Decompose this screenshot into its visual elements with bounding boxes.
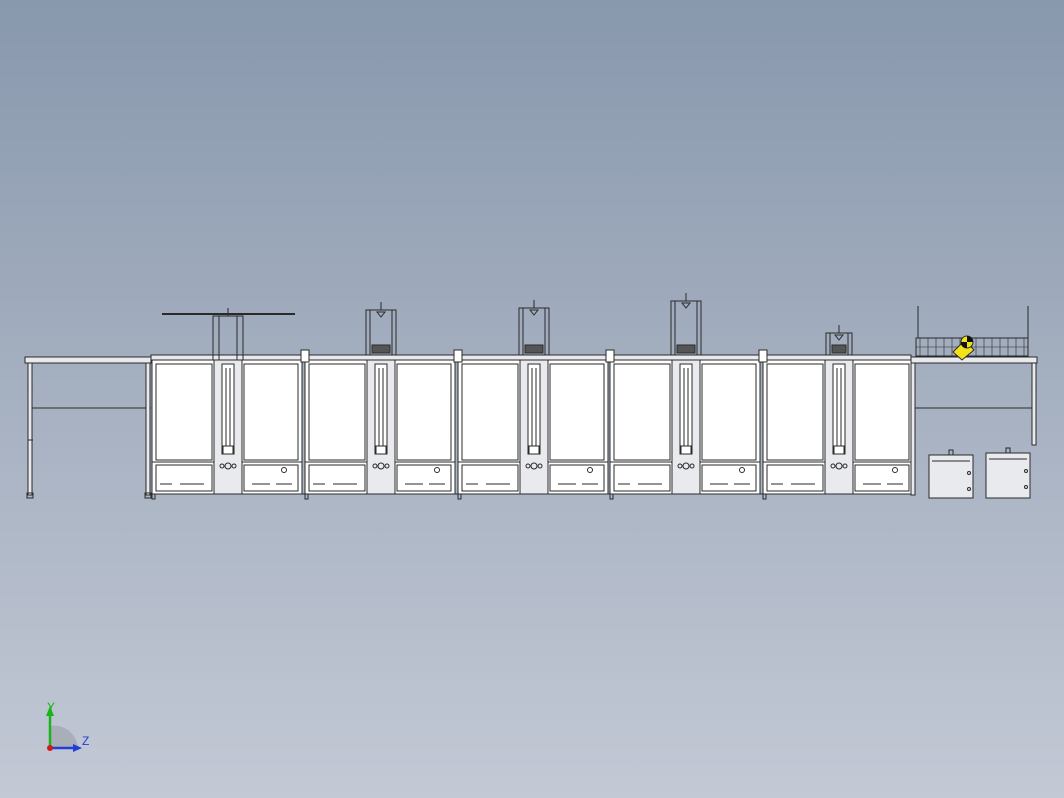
window-panel-right: [396, 363, 452, 461]
ram-housing: [832, 363, 846, 455]
column-indicator: [219, 463, 225, 469]
ram-head: [833, 445, 845, 455]
control-knob: [739, 467, 745, 473]
window-panel-right: [854, 363, 910, 461]
control-knob: [587, 467, 593, 473]
column-indicator: [372, 463, 378, 469]
ram-housing: [527, 363, 541, 455]
column-indicator: [689, 463, 695, 469]
control-knob: [281, 467, 287, 473]
station-joint-bracket: [605, 349, 615, 363]
production-line-drawing: [24, 293, 1038, 500]
cabinet-port: [1024, 469, 1028, 473]
station-joint-bracket: [758, 349, 768, 363]
control-knob: [892, 467, 898, 473]
column-indicator: [231, 463, 237, 469]
ram-housing: [221, 363, 235, 455]
cabinet-handle: [1005, 447, 1011, 454]
control-panel-left: [155, 464, 213, 492]
column-gauge: [835, 462, 843, 470]
window-panel-right: [243, 363, 299, 461]
cabinet-handle: [948, 449, 954, 456]
ram-housing: [679, 363, 693, 455]
tower-indicator: [833, 334, 845, 341]
control-panel-left: [766, 464, 824, 492]
tower-indicator: [528, 309, 540, 316]
column-gauge: [377, 462, 385, 470]
tower-base-block: [524, 344, 544, 354]
outfeed-leg-right: [1031, 362, 1037, 446]
column-gauge: [530, 462, 538, 470]
station-foot: [151, 493, 156, 500]
window-panel-right: [701, 363, 757, 461]
cabinet-port: [967, 487, 971, 491]
tower-base-block: [676, 344, 696, 354]
station-joint-bracket: [300, 349, 310, 363]
infeed-leg-right: [145, 362, 151, 496]
window-panel-right: [549, 363, 605, 461]
control-panel-right: [854, 464, 910, 492]
column-indicator: [830, 463, 836, 469]
ram-housing: [374, 363, 388, 455]
tower-base-block: [371, 344, 391, 354]
ram-head: [528, 445, 540, 455]
window-panel-left: [613, 363, 671, 461]
control-panel-left: [613, 464, 671, 492]
column-indicator: [842, 463, 848, 469]
ram-head: [680, 445, 692, 455]
infeed-foot-left: [26, 492, 34, 499]
cabinet-port: [967, 471, 971, 475]
infeed-foot-right: [144, 492, 152, 499]
station-foot: [457, 493, 462, 500]
cabinet-port: [1024, 485, 1028, 489]
column-indicator: [677, 463, 683, 469]
target-quadrant: [961, 342, 967, 348]
column-gauge: [682, 462, 690, 470]
main-frame-top-rail: [150, 354, 912, 361]
station-foot: [762, 493, 767, 500]
ram-head: [375, 445, 387, 455]
column-indicator: [525, 463, 531, 469]
window-panel-left: [766, 363, 824, 461]
column-indicator: [537, 463, 543, 469]
column-indicator: [384, 463, 390, 469]
station-foot: [609, 493, 614, 500]
window-panel-left: [461, 363, 519, 461]
control-cabinet: [985, 452, 1031, 499]
tower-indicator: [680, 302, 692, 309]
station-joint-bracket: [453, 349, 463, 363]
ram-head: [222, 445, 234, 455]
tower-base-block: [831, 344, 847, 354]
tower-indicator: [375, 311, 387, 318]
control-panel-right: [396, 464, 452, 492]
infeed-conveyor-top: [24, 356, 152, 364]
control-cabinet: [928, 454, 974, 499]
control-panel-right: [549, 464, 605, 492]
control-panel-right: [243, 464, 299, 492]
outfeed-leg-left: [910, 362, 916, 496]
window-panel-left: [308, 363, 366, 461]
control-panel-right: [701, 464, 757, 492]
outfeed-conveyor-top: [910, 356, 1038, 364]
column-gauge: [224, 462, 232, 470]
infeed-leg-left: [27, 362, 33, 496]
target-quadrant: [967, 336, 973, 342]
window-panel-left: [155, 363, 213, 461]
control-panel-left: [461, 464, 519, 492]
control-knob: [434, 467, 440, 473]
station-foot: [304, 493, 309, 500]
tower-frame: [212, 315, 244, 361]
control-panel-left: [308, 464, 366, 492]
central-column: [824, 359, 854, 495]
